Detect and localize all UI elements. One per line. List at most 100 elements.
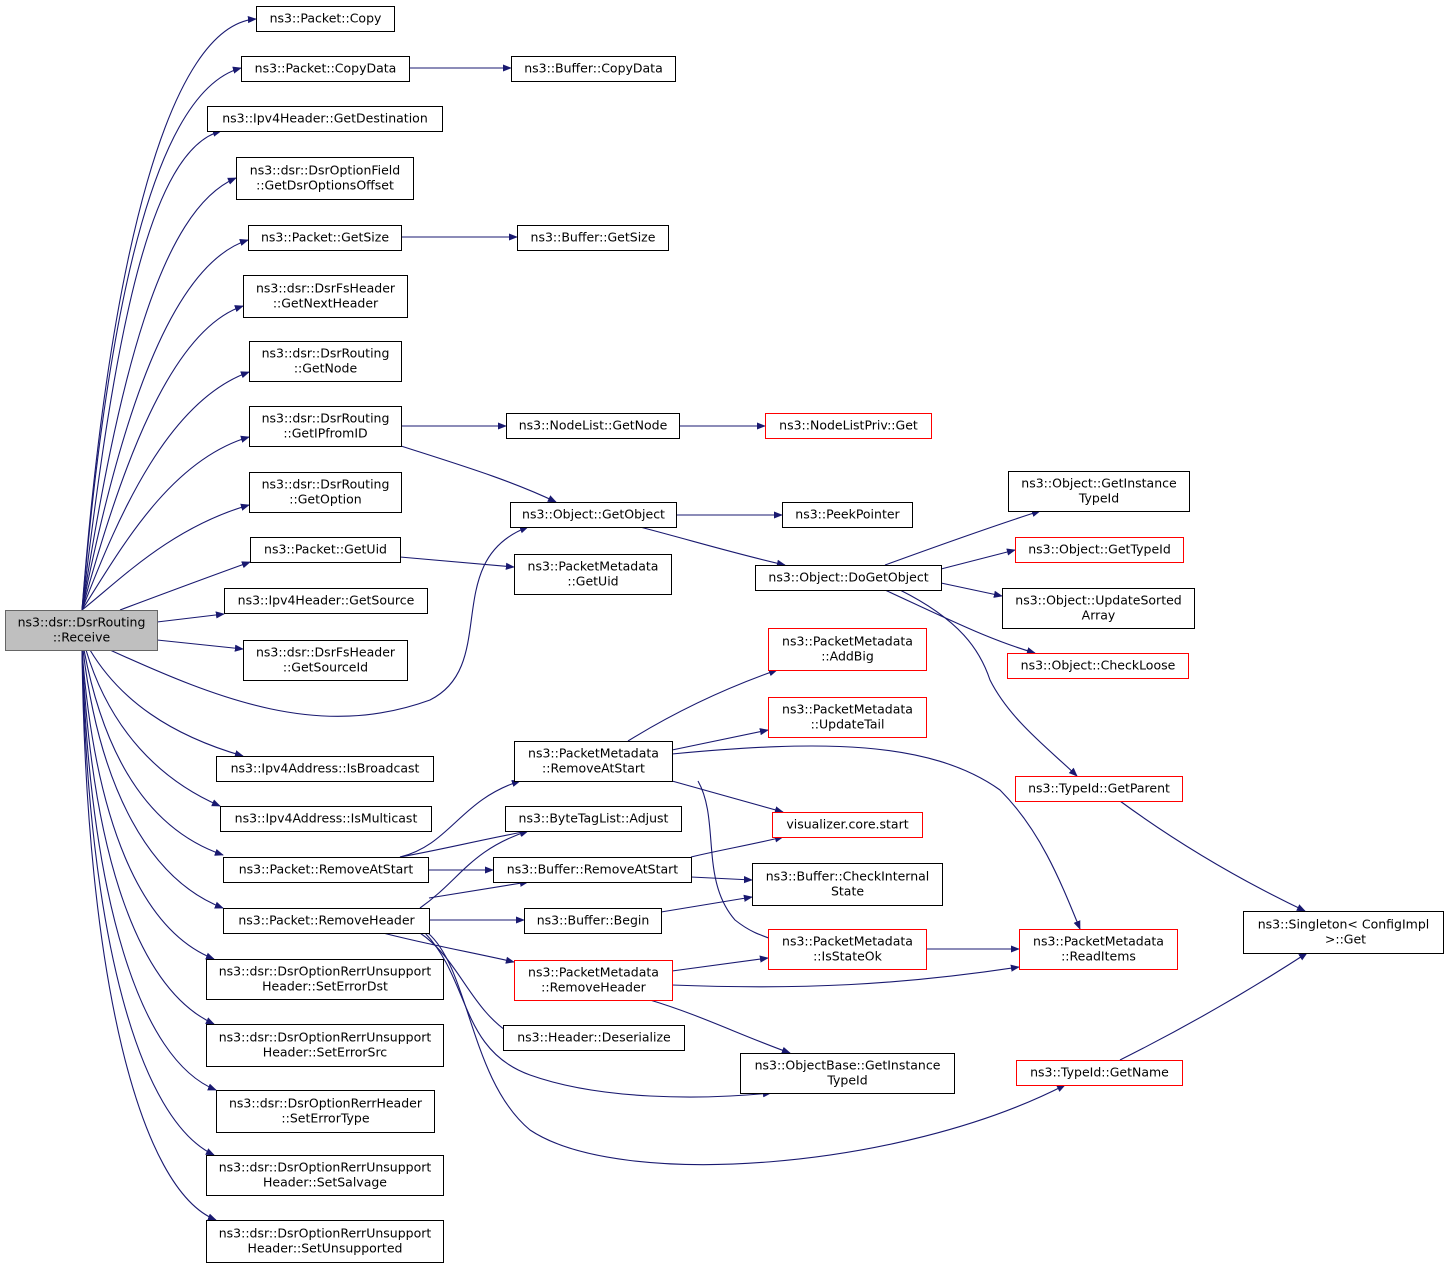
node-label: ::SetErrorType: [281, 1111, 369, 1126]
node-dsr_getnode[interactable]: ns3::dsr::DsrRouting::GetNode: [249, 341, 402, 382]
call-edge-receive-to-dsroptfield: [81, 177, 237, 611]
node-pm_addbig[interactable]: ns3::PacketMetadata::AddBig: [768, 628, 927, 671]
node-pkt_getuid[interactable]: ns3::Packet::GetUid: [250, 537, 401, 563]
node-box: [1002, 588, 1195, 629]
node-ipv4_getsource[interactable]: ns3::Ipv4Header::GetSource: [224, 588, 428, 614]
call-edge-pkt_removeheader-to-pm_removeheader: [382, 932, 515, 964]
node-rerr_seterrsrc[interactable]: ns3::dsr::DsrOptionRerrUnsupportHeader::…: [206, 1024, 444, 1067]
call-edge-obj_dogetobject-to-obj_checkloose: [884, 589, 1036, 655]
node-box: [249, 472, 402, 513]
call-edge-pkt_removeheader-to-objbase_getinst: [424, 932, 772, 1098]
node-pkt_copydata[interactable]: ns3::Packet::CopyData: [241, 56, 410, 82]
node-pm_getuid[interactable]: ns3::PacketMetadata::GetUid: [514, 554, 672, 595]
call-edge-pm_removeatstart-to-pm_updatetail: [671, 728, 769, 751]
node-pkt_removeatstart[interactable]: ns3::Packet::RemoveAtStart: [223, 857, 429, 883]
node-label: ns3::Object::GetInstance: [1021, 476, 1177, 491]
node-peekpointer[interactable]: ns3::PeekPointer: [782, 502, 913, 528]
node-box: [206, 1155, 444, 1196]
call-edge-receive-to-fs_getsourceid: [156, 639, 244, 652]
node-label: ns3::Header::Deserialize: [517, 1030, 671, 1045]
node-rerr_setsalvage[interactable]: ns3::dsr::DsrOptionRerrUnsupportHeader::…: [206, 1155, 444, 1196]
node-box: [752, 863, 943, 906]
call-edge-pkt_removeheader-to-btl_adjust: [419, 830, 529, 909]
node-box: [243, 640, 408, 681]
node-fs_getnext[interactable]: ns3::dsr::DsrFsHeader::GetNextHeader: [243, 275, 408, 318]
call-edge-obj_getobject-to-obj_dogetobject: [639, 526, 786, 567]
node-pm_removeheader[interactable]: ns3::PacketMetadata::RemoveHeader: [514, 960, 673, 1001]
node-obj_dogetobject[interactable]: ns3::Object::DoGetObject: [755, 565, 942, 591]
node-label: ns3::ByteTagList::Adjust: [519, 811, 669, 826]
node-pkt_getsize[interactable]: ns3::Packet::GetSize: [248, 225, 402, 251]
call-edge-typeid_getparent-to-singleton_get: [1119, 800, 1306, 912]
node-dsr_getip[interactable]: ns3::dsr::DsrRouting::GetIPfromID: [249, 406, 402, 447]
node-nodelist_getnode[interactable]: ns3::NodeList::GetNode: [506, 413, 680, 439]
node-rerr_seterrdst[interactable]: ns3::dsr::DsrOptionRerrUnsupportHeader::…: [206, 959, 444, 1000]
node-singleton_get[interactable]: ns3::Singleton< ConfigImpl >::Get: [1243, 911, 1444, 954]
node-dsr_getoption[interactable]: ns3::dsr::DsrRouting::GetOption: [249, 472, 402, 513]
node-btl_adjust[interactable]: ns3::ByteTagList::Adjust: [505, 806, 682, 832]
node-viz_start[interactable]: visualizer.core.start: [772, 812, 923, 838]
node-dsroptfield[interactable]: ns3::dsr::DsrOptionField::GetDsrOptionsO…: [236, 157, 414, 200]
node-rerrhdr_seterrtype[interactable]: ns3::dsr::DsrOptionRerrHeader::SetErrorT…: [216, 1090, 435, 1133]
node-hdr_deserialize[interactable]: ns3::Header::Deserialize: [503, 1025, 685, 1051]
node-receive[interactable]: ns3::dsr::DsrRouting::Receive: [5, 610, 158, 651]
node-ipv4_getdest[interactable]: ns3::Ipv4Header::GetDestination: [207, 106, 443, 132]
node-obj_gettypeid[interactable]: ns3::Object::GetTypeId: [1015, 537, 1184, 563]
node-label: visualizer.core.start: [786, 817, 908, 832]
node-box: [740, 1053, 955, 1094]
node-label: ns3::PacketMetadata: [1033, 934, 1164, 949]
node-pm_isstateok[interactable]: ns3::PacketMetadata::IsStateOk: [768, 929, 927, 970]
node-box: [506, 413, 680, 439]
call-edge-receive-to-ipv4_getdest: [81, 129, 222, 611]
node-nodelistpriv_get[interactable]: ns3::NodeListPriv::Get: [765, 413, 932, 439]
node-buf_removeatstart[interactable]: ns3::Buffer::RemoveAtStart: [493, 857, 692, 883]
node-label: ::RemoveHeader: [541, 980, 647, 995]
node-box: [249, 406, 402, 447]
node-box: [1008, 471, 1190, 512]
node-box: [5, 610, 158, 651]
node-label: ::ReadItems: [1061, 949, 1136, 964]
node-pm_readitems[interactable]: ns3::PacketMetadata::ReadItems: [1019, 929, 1178, 970]
node-label: ns3::dsr::DsrOptionRerrHeader: [229, 1096, 423, 1111]
node-box: [241, 56, 410, 82]
node-obj_getobject[interactable]: ns3::Object::GetObject: [510, 502, 677, 528]
node-buf_getsize[interactable]: ns3::Buffer::GetSize: [517, 225, 669, 251]
node-label: ns3::NodeList::GetNode: [519, 418, 668, 433]
call-edge-pkt_removeheader-to-buf_removeatstart: [428, 879, 529, 899]
node-fs_getsourceid[interactable]: ns3::dsr::DsrFsHeader::GetSourceId: [243, 640, 408, 681]
node-label: ns3::PacketMetadata: [782, 934, 913, 949]
node-box: [524, 908, 662, 934]
node-pkt_removeheader[interactable]: ns3::Packet::RemoveHeader: [223, 908, 430, 934]
call-edge-pm_removeatstart-to-viz_start: [671, 780, 784, 814]
node-typeid_getname[interactable]: ns3::TypeId::GetName: [1016, 1060, 1183, 1086]
node-label: ns3::TypeId::GetName: [1030, 1065, 1169, 1080]
node-obj_checkloose[interactable]: ns3::Object::CheckLoose: [1007, 653, 1189, 679]
node-buf_begin[interactable]: ns3::Buffer::Begin: [524, 908, 662, 934]
node-box: [250, 537, 401, 563]
call-edge-receive-to-ipv4_getsource: [156, 611, 225, 623]
node-pkt_copy[interactable]: ns3::Packet::Copy: [256, 6, 395, 32]
node-buf_copydata[interactable]: ns3::Buffer::CopyData: [511, 56, 676, 82]
node-pm_updatetail[interactable]: ns3::PacketMetadata::UpdateTail: [768, 697, 927, 738]
call-edge-receive-to-rerrhdr_seterrtype: [81, 649, 217, 1091]
node-box: [1007, 653, 1189, 679]
call-edges: [81, 15, 1308, 1221]
node-label: ns3::Object::UpdateSorted: [1015, 593, 1181, 608]
node-box: [503, 1025, 685, 1051]
node-ipv4addr_ismcast[interactable]: ns3::Ipv4Address::IsMulticast: [220, 806, 432, 832]
node-label: ns3::Object::DoGetObject: [768, 570, 928, 585]
node-rerr_setunsupported[interactable]: ns3::dsr::DsrOptionRerrUnsupportHeader::…: [206, 1220, 444, 1263]
node-label: ns3::ObjectBase::GetInstance: [755, 1058, 941, 1073]
node-box: [206, 1024, 444, 1067]
node-typeid_getparent[interactable]: ns3::TypeId::GetParent: [1015, 776, 1183, 802]
node-pm_removeatstart[interactable]: ns3::PacketMetadata::RemoveAtStart: [514, 741, 673, 782]
node-label: ::GetDsrOptionsOffset: [256, 178, 394, 193]
node-ipv4addr_isbcast[interactable]: ns3::Ipv4Address::IsBroadcast: [216, 756, 434, 782]
node-box: [493, 857, 692, 883]
node-label: ns3::Ipv4Address::IsBroadcast: [231, 761, 420, 776]
node-label: ns3::Packet::RemoveAtStart: [239, 862, 414, 877]
